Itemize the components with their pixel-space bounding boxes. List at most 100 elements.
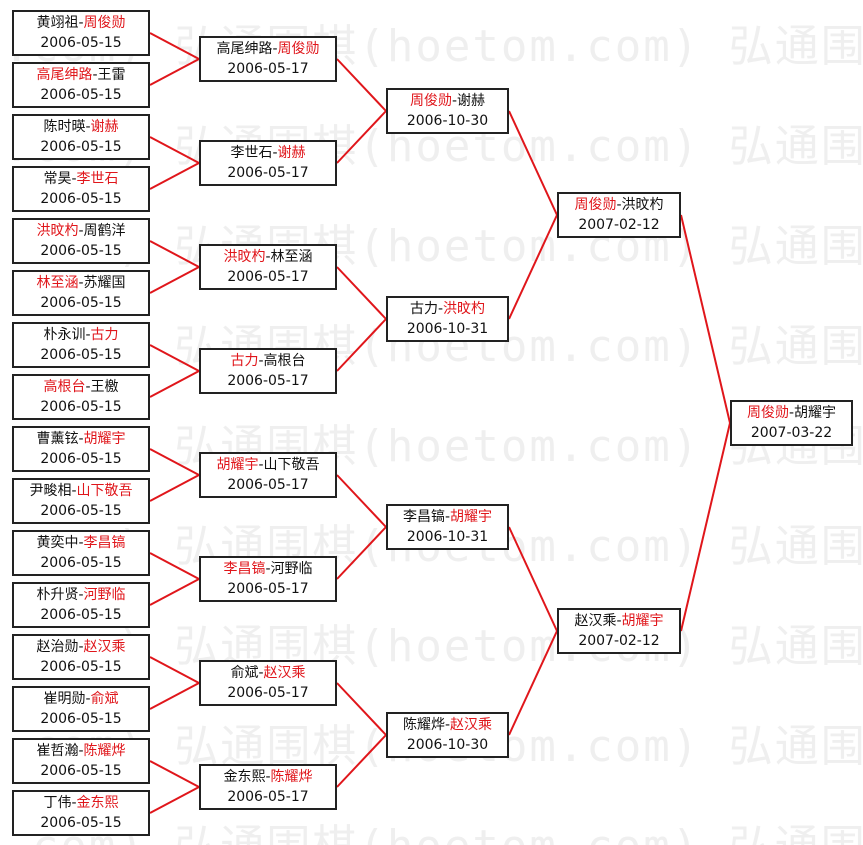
player-2: 陈耀烨 bbox=[83, 743, 126, 759]
player-2: 河野临 bbox=[270, 561, 313, 577]
bracket-connector bbox=[336, 266, 387, 320]
match-date: 2006-05-15 bbox=[40, 243, 122, 259]
separator: - bbox=[78, 743, 84, 759]
separator: - bbox=[451, 93, 458, 109]
match-players: 朴永训-古力 bbox=[14, 325, 148, 345]
separator: - bbox=[437, 301, 444, 317]
separator: - bbox=[85, 379, 91, 395]
match-date: 2006-05-15 bbox=[40, 815, 122, 831]
separator: - bbox=[444, 717, 451, 733]
player-1: 洪旼杓 bbox=[223, 249, 266, 265]
player-1: 朴升贤 bbox=[36, 587, 79, 603]
match-date: 2006-05-15 bbox=[40, 607, 122, 623]
match-box: 赵汉乘-胡耀宇 2007-02-12 bbox=[557, 608, 681, 654]
player-1: 胡耀宇 bbox=[216, 457, 259, 473]
separator: - bbox=[85, 119, 91, 135]
match-players: 常昊-李世石 bbox=[14, 169, 148, 189]
player-1: 金东熙 bbox=[223, 769, 266, 785]
match-players: 李世石-谢赫 bbox=[201, 143, 335, 163]
player-1: 俞斌 bbox=[230, 665, 259, 681]
match-date: 2006-05-15 bbox=[40, 191, 122, 207]
match-box: 朴永训-古力 2006-05-15 bbox=[12, 322, 150, 368]
player-2: 苏耀国 bbox=[83, 275, 126, 291]
bracket-connector bbox=[336, 526, 387, 580]
separator: - bbox=[71, 483, 77, 499]
player-1: 周俊勋 bbox=[409, 93, 452, 109]
match-players: 洪旼杓-周鹤洋 bbox=[14, 221, 148, 241]
match-date: 2006-05-15 bbox=[40, 139, 122, 155]
separator: - bbox=[788, 405, 795, 421]
player-2: 胡耀宇 bbox=[83, 431, 126, 447]
player-2: 李昌镐 bbox=[83, 535, 126, 551]
match-box: 洪旼杓-周鹤洋 2006-05-15 bbox=[12, 218, 150, 264]
match-date: 2006-10-31 bbox=[406, 321, 489, 337]
separator: - bbox=[78, 535, 84, 551]
bracket-connector bbox=[680, 214, 731, 424]
player-1: 古力 bbox=[409, 301, 438, 317]
match-players: 赵汉乘-胡耀宇 bbox=[559, 611, 679, 631]
match-players: 崔哲瀚-陈耀烨 bbox=[14, 741, 148, 761]
bracket-connector bbox=[336, 682, 387, 736]
player-2: 赵汉乘 bbox=[83, 639, 126, 655]
player-2: 金东熙 bbox=[76, 795, 119, 811]
match-players: 周俊勋-洪旼杓 bbox=[559, 195, 679, 215]
player-1: 黄翊祖 bbox=[36, 15, 79, 31]
match-players: 俞斌-赵汉乘 bbox=[201, 663, 335, 683]
match-players: 陈耀烨-赵汉乘 bbox=[388, 715, 507, 735]
match-date: 2007-03-22 bbox=[750, 425, 833, 441]
separator: - bbox=[85, 327, 91, 343]
match-date: 2006-10-31 bbox=[406, 529, 489, 545]
player-1: 常昊 bbox=[43, 171, 72, 187]
match-players: 周俊勋-胡耀宇 bbox=[732, 403, 851, 423]
bracket-connector bbox=[149, 32, 200, 60]
bracket-connector bbox=[149, 136, 200, 164]
player-2: 周鹤洋 bbox=[83, 223, 126, 239]
bracket-connector bbox=[149, 344, 200, 372]
match-players: 李昌镐-河野临 bbox=[201, 559, 335, 579]
bracket-connector bbox=[508, 214, 558, 320]
player-2: 周俊勋 bbox=[83, 15, 126, 31]
bracket-connector bbox=[508, 630, 558, 736]
player-1: 朴永训 bbox=[43, 327, 86, 343]
bracket-connector bbox=[149, 786, 200, 814]
match-date: 2007-02-12 bbox=[578, 633, 660, 649]
player-1: 崔哲瀚 bbox=[36, 743, 79, 759]
separator: - bbox=[92, 67, 98, 83]
match-players: 周俊勋-谢赫 bbox=[388, 91, 507, 111]
player-1: 高尾绅路 bbox=[216, 41, 273, 57]
bracket-connector bbox=[336, 318, 387, 372]
player-2: 胡耀宇 bbox=[794, 405, 837, 421]
player-2: 胡耀宇 bbox=[450, 509, 493, 525]
match-players: 胡耀宇-山下敬吾 bbox=[201, 455, 335, 475]
bracket-connector bbox=[149, 474, 200, 502]
separator: - bbox=[78, 587, 84, 603]
player-1: 高根台 bbox=[43, 379, 86, 395]
player-1: 丁伟 bbox=[43, 795, 72, 811]
bracket-connector bbox=[336, 734, 387, 788]
bracket-connector bbox=[149, 682, 200, 710]
player-1: 李世石 bbox=[230, 145, 273, 161]
player-1: 赵汉乘 bbox=[574, 613, 617, 629]
player-1: 古力 bbox=[230, 353, 259, 369]
bracket-connector bbox=[149, 266, 200, 294]
match-date: 2006-05-15 bbox=[40, 451, 122, 467]
match-players: 高尾绅路-周俊勋 bbox=[201, 39, 335, 59]
bracket-connector bbox=[680, 422, 731, 632]
match-date: 2006-05-15 bbox=[40, 347, 122, 363]
separator: - bbox=[265, 249, 271, 265]
match-date: 2006-05-17 bbox=[227, 269, 309, 285]
bracket-connector bbox=[336, 110, 387, 164]
separator: - bbox=[71, 795, 77, 811]
match-box: 丁伟-金东熙 2006-05-15 bbox=[12, 790, 150, 836]
match-players: 丁伟-金东熙 bbox=[14, 793, 148, 813]
